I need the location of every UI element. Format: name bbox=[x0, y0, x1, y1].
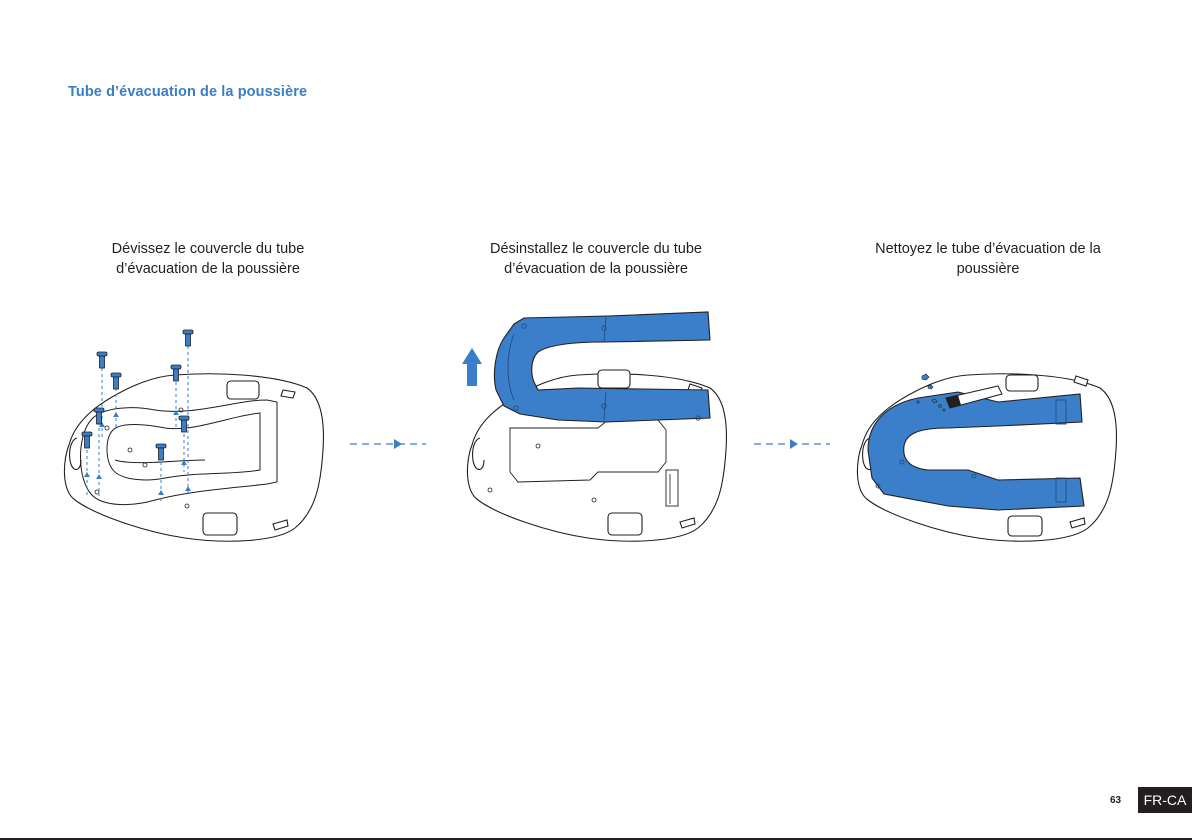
remove-cover-illustration bbox=[458, 310, 748, 550]
step-3-caption-line-2: poussière bbox=[838, 259, 1138, 279]
step-1-caption-line-2: d’évacuation de la poussière bbox=[58, 259, 358, 279]
screw-icon bbox=[111, 373, 121, 389]
step-2-caption: Désinstallez le couvercle du tube d’évac… bbox=[446, 239, 746, 279]
page-number: 63 bbox=[1110, 795, 1121, 806]
robot-base-outline bbox=[64, 374, 323, 541]
up-arrow-icon bbox=[462, 348, 482, 386]
screw-icon bbox=[183, 330, 193, 346]
screw-icon bbox=[97, 352, 107, 368]
flow-arrow-2 bbox=[754, 438, 830, 450]
step-3-caption: Nettoyez le tube d’évacuation de la pous… bbox=[838, 239, 1138, 279]
step-2-caption-line-1: Désinstallez le couvercle du tube bbox=[446, 239, 746, 259]
flow-arrow-1 bbox=[350, 438, 426, 450]
step-1-caption: Dévissez le couvercle du tube d’évacuati… bbox=[58, 239, 358, 279]
step-1-caption-line-1: Dévissez le couvercle du tube bbox=[58, 239, 358, 259]
clean-tube-illustration bbox=[848, 310, 1138, 550]
section-title: Tube d’évacuation de la poussière bbox=[68, 84, 307, 100]
locale-badge: FR-CA bbox=[1138, 787, 1192, 813]
step-2-caption-line-2: d’évacuation de la poussière bbox=[446, 259, 746, 279]
unscrew-cover-illustration bbox=[55, 310, 340, 550]
step-3-caption-line-1: Nettoyez le tube d’évacuation de la bbox=[838, 239, 1138, 259]
